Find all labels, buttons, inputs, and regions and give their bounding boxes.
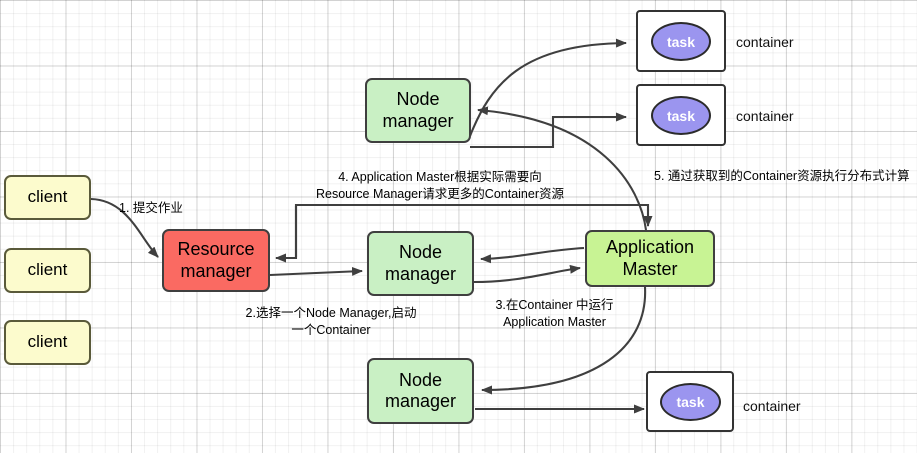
resource-manager-label: Resource manager [177,239,255,281]
container-caption-3: container [743,398,801,414]
edge-app-master-to-node-manager-top [477,106,648,231]
task-oval-1[interactable]: task [651,22,711,61]
edge-label-step3: 3.在Container 中运行 Application Master [495,298,614,329]
edge-node-manager-top-to-task2 [470,112,627,149]
client-label-1: client [27,187,68,207]
node-manager-label-middle: Node manager [384,242,457,284]
edge-client-to-resource-manager [90,197,159,258]
edge-app-master-to-node-manager-bottom [481,286,647,395]
task-label-2: task [666,107,696,124]
application-master-box[interactable]: Application Master [585,230,715,287]
edge-label-step1: 1. 提交作业 [119,201,183,215]
node-manager-label-bottom: Node manager [384,369,457,411]
client-label-3: client [27,332,68,352]
edge-node-manager-top-to-task1 [469,38,627,137]
edge-app-master-to-node-manager [480,246,585,264]
task-oval-2[interactable]: task [651,96,711,135]
node-manager-box-bottom[interactable]: Node manager [367,358,474,424]
edge-step4-return-to-resource-manager [275,206,298,263]
client-box-2[interactable]: client [4,248,91,293]
client-box-1[interactable]: client [4,175,91,220]
edge-resource-manager-to-node-manager [269,266,363,277]
client-box-3[interactable]: client [4,320,91,365]
task-oval-3[interactable]: task [660,383,721,421]
node-manager-label-top: Node manager [382,89,454,131]
edge-node-manager-to-app-master [473,264,581,284]
node-manager-box-middle[interactable]: Node manager [367,231,474,296]
resource-manager-box[interactable]: Resource manager [162,229,270,292]
edge-label-step4: 4. Application Master根据实际需要向 Resource Ma… [315,170,564,201]
task-label-1: task [666,33,696,50]
node-manager-box-top[interactable]: Node manager [365,78,471,143]
container-caption-1: container [736,34,794,50]
container-caption-2: container [736,108,794,124]
edge-label-step5: 5. 通过获取到的Container资源执行分布式计算 [654,169,910,183]
client-label-2: client [27,260,68,280]
application-master-label: Application Master [605,237,695,279]
edge-label-step2: 2.选择一个Node Manager,启动 一个Container [245,306,417,337]
task-label-3: task [676,394,705,410]
